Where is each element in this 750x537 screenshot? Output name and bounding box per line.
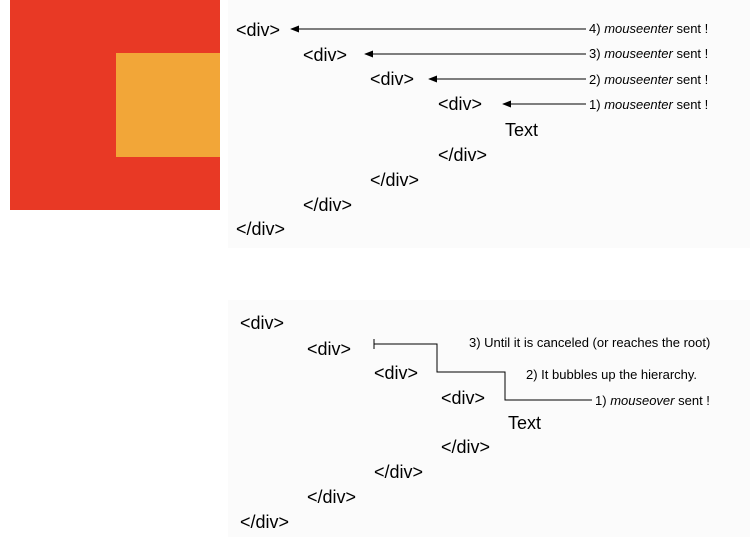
bubble-path — [374, 343, 592, 401]
top-close-div-1: </div> — [236, 219, 286, 239]
top-close-div-2: </div> — [303, 195, 353, 215]
bottom-close-div-1: </div> — [240, 512, 290, 532]
top-text-node: Text — [505, 120, 539, 140]
top-diagram-panel — [228, 0, 750, 248]
bubble-step-1-label: 1) mouseover sent ! — [595, 393, 710, 408]
top-open-div-1: <div> — [236, 20, 281, 40]
top-open-div-3: <div> — [370, 69, 415, 89]
bubble-step-2-label: 2) It bubbles up the hierarchy. — [526, 367, 698, 382]
bottom-close-div-4: </div> — [441, 437, 491, 457]
bottom-close-div-2: </div> — [307, 487, 357, 507]
bottom-open-div-3: <div> — [374, 363, 419, 383]
bottom-open-div-2: <div> — [307, 339, 352, 359]
top-close-div-4: </div> — [438, 145, 488, 165]
inner-div-box — [116, 53, 220, 157]
bubble-step-3-label: 3) Until it is canceled (or reaches the … — [469, 335, 711, 350]
top-open-div-2: <div> — [303, 45, 348, 65]
bottom-diagram-panel — [228, 300, 750, 537]
top-event-label-1: 1) mouseenter sent ! — [589, 97, 709, 112]
top-event-label-2: 2) mouseenter sent ! — [589, 72, 709, 87]
bottom-open-div-1: <div> — [240, 313, 285, 333]
bottom-open-div-4: <div> — [441, 388, 486, 408]
bottom-text-node: Text — [508, 413, 542, 433]
bottom-close-div-3: </div> — [374, 462, 424, 482]
top-close-div-3: </div> — [370, 170, 420, 190]
top-event-label-3: 3) mouseenter sent ! — [589, 46, 709, 61]
top-open-div-4: <div> — [438, 94, 483, 114]
top-event-label-4: 4) mouseenter sent ! — [589, 21, 709, 36]
